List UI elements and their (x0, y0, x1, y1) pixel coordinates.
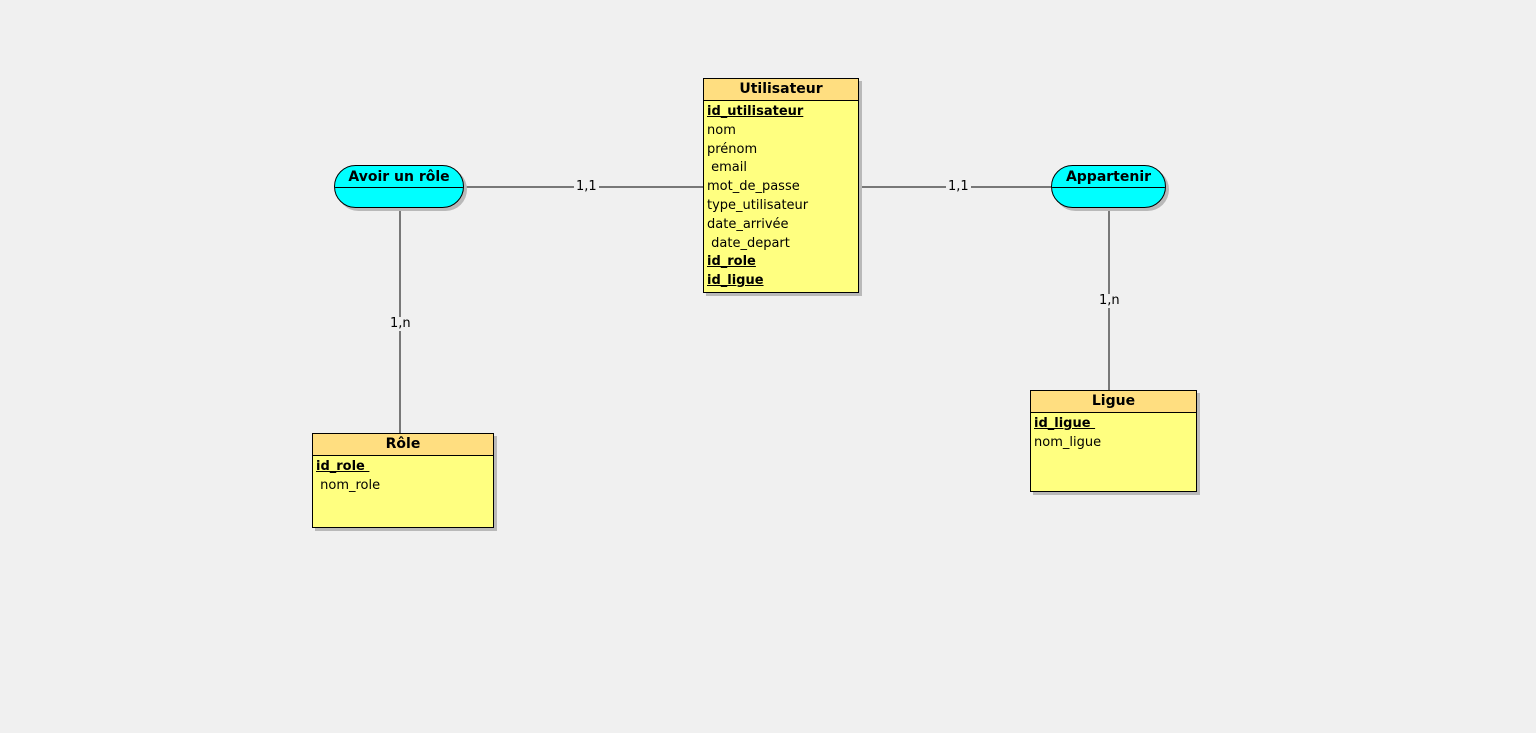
attribute: type_utilisateur (707, 197, 809, 213)
entity-ligue-name: Ligue (1031, 391, 1196, 413)
attribute: id_ligue (707, 273, 764, 289)
entity-ligue[interactable]: Ligue id_ligue nom_ligue (1030, 390, 1197, 492)
attribute: mot_de_passe (707, 179, 800, 195)
cardinality-appartenir-utilisateur: 1,1 (946, 179, 971, 194)
cardinality-avoir-utilisateur: 1,1 (574, 179, 599, 194)
attribute: id_role (316, 459, 370, 474)
attribute: id_role (707, 254, 756, 270)
attribute: nom_ligue (1034, 434, 1102, 450)
entity-utilisateur-attributes: id_utilisateur nom prénom email mot_de_p… (704, 101, 858, 291)
association-appartenir[interactable]: Appartenir (1051, 165, 1166, 208)
attribute: id_ligue (1034, 416, 1096, 431)
association-appartenir-name: Appartenir (1052, 166, 1165, 188)
attribute: date_depart (707, 235, 790, 251)
entity-role[interactable]: Rôle id_role nom_role (312, 433, 494, 528)
entity-ligue-attributes: id_ligue nom_ligue (1031, 413, 1196, 453)
cardinality-avoir-role: 1,n (388, 316, 413, 331)
entity-utilisateur-name: Utilisateur (704, 79, 858, 101)
association-avoir-un-role-name: Avoir un rôle (335, 166, 463, 188)
cardinality-appartenir-ligue: 1,n (1097, 293, 1122, 308)
attribute: prénom (707, 141, 758, 157)
association-avoir-un-role[interactable]: Avoir un rôle (334, 165, 464, 208)
entity-role-name: Rôle (313, 434, 493, 456)
attribute: date_arrivée (707, 216, 789, 232)
attribute: nom (707, 122, 736, 138)
entity-role-attributes: id_role nom_role (313, 456, 493, 496)
attribute: email (707, 160, 747, 176)
attribute: id_utilisateur (707, 104, 804, 119)
entity-utilisateur[interactable]: Utilisateur id_utilisateur nom prénom em… (703, 78, 859, 293)
attribute: nom_role (316, 477, 381, 493)
